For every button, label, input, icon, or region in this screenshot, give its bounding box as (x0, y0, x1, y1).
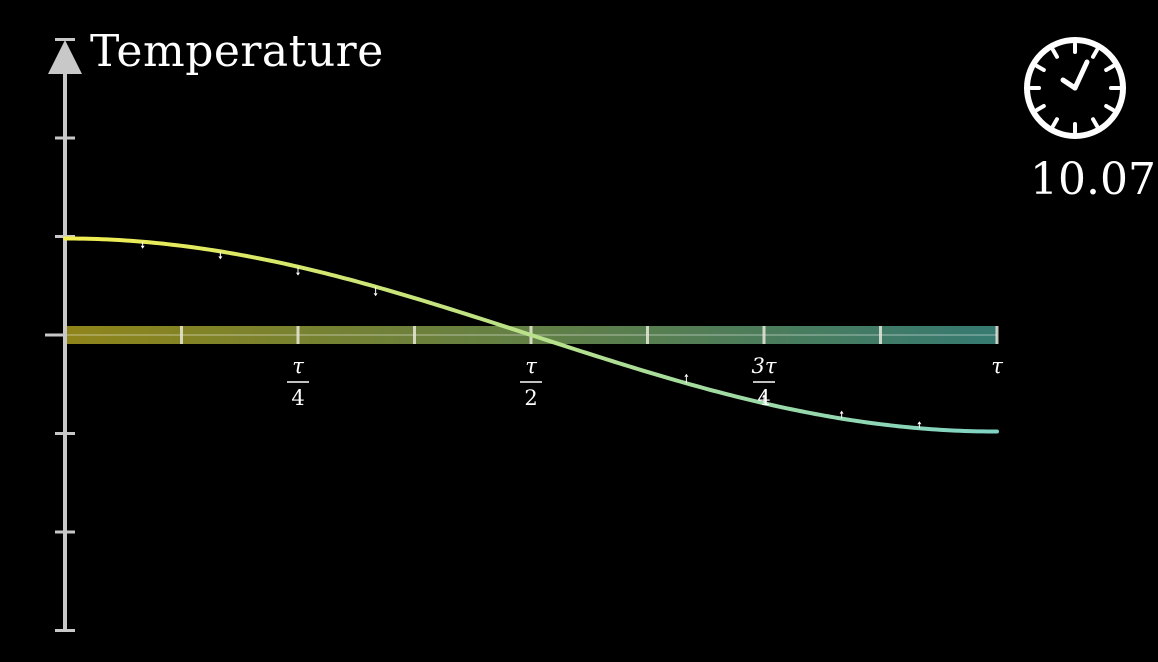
clock-tick (1091, 47, 1099, 59)
derivative-arrow-head (839, 410, 844, 414)
derivative-arrow-head (296, 272, 300, 276)
derivative-arrow-head (684, 373, 689, 377)
clock-icon (1024, 37, 1126, 139)
x-tick-label: τ4 (287, 354, 309, 410)
y-axis-arrow-icon (48, 40, 82, 74)
derivative-arrow (218, 251, 223, 260)
clock-face (1024, 37, 1126, 139)
clock-tick (1104, 104, 1116, 112)
clock-tick (1051, 117, 1059, 129)
clock-minute-hand (1072, 59, 1090, 91)
x-tick-denominator: 4 (757, 386, 770, 410)
clock-tick (1034, 104, 1046, 112)
derivative-arrow (917, 421, 922, 429)
curve-group (63, 236, 999, 434)
derivative-arrow-head (140, 245, 145, 249)
clock-tick (1091, 117, 1099, 129)
x-tick-numerator: 3τ (752, 354, 777, 378)
x-tick-denominator: 2 (524, 386, 537, 410)
derivative-arrow (296, 266, 300, 276)
derivative-arrows-group (140, 241, 922, 429)
derivative-arrow (140, 241, 145, 249)
x-tick-label: 3τ4 (752, 354, 777, 410)
y-axis-title: Temperature (90, 26, 384, 77)
derivative-arrow-head (762, 394, 766, 398)
derivative-arrow (373, 286, 378, 297)
temperature-curve (63, 236, 999, 434)
x-tick-numerator: τ (991, 354, 1003, 378)
clock-tick (1051, 47, 1059, 59)
x-tick-label: τ2 (520, 354, 542, 410)
x-tick-numerator: τ (525, 354, 537, 378)
derivative-arrow-head (373, 293, 378, 297)
derivative-arrow (684, 373, 689, 384)
clock-readout: 10.07 (1030, 154, 1156, 205)
clock-tick (1034, 64, 1046, 72)
x-tick-numerator: τ (292, 354, 304, 378)
x-tick-denominator: 4 (291, 386, 304, 410)
derivative-arrow (762, 394, 766, 404)
clock-tick (1104, 64, 1116, 72)
x-tick-label: τ (991, 354, 1003, 378)
derivative-arrow (839, 410, 844, 419)
derivative-arrow-head (218, 256, 223, 260)
derivative-arrow-head (917, 421, 922, 425)
